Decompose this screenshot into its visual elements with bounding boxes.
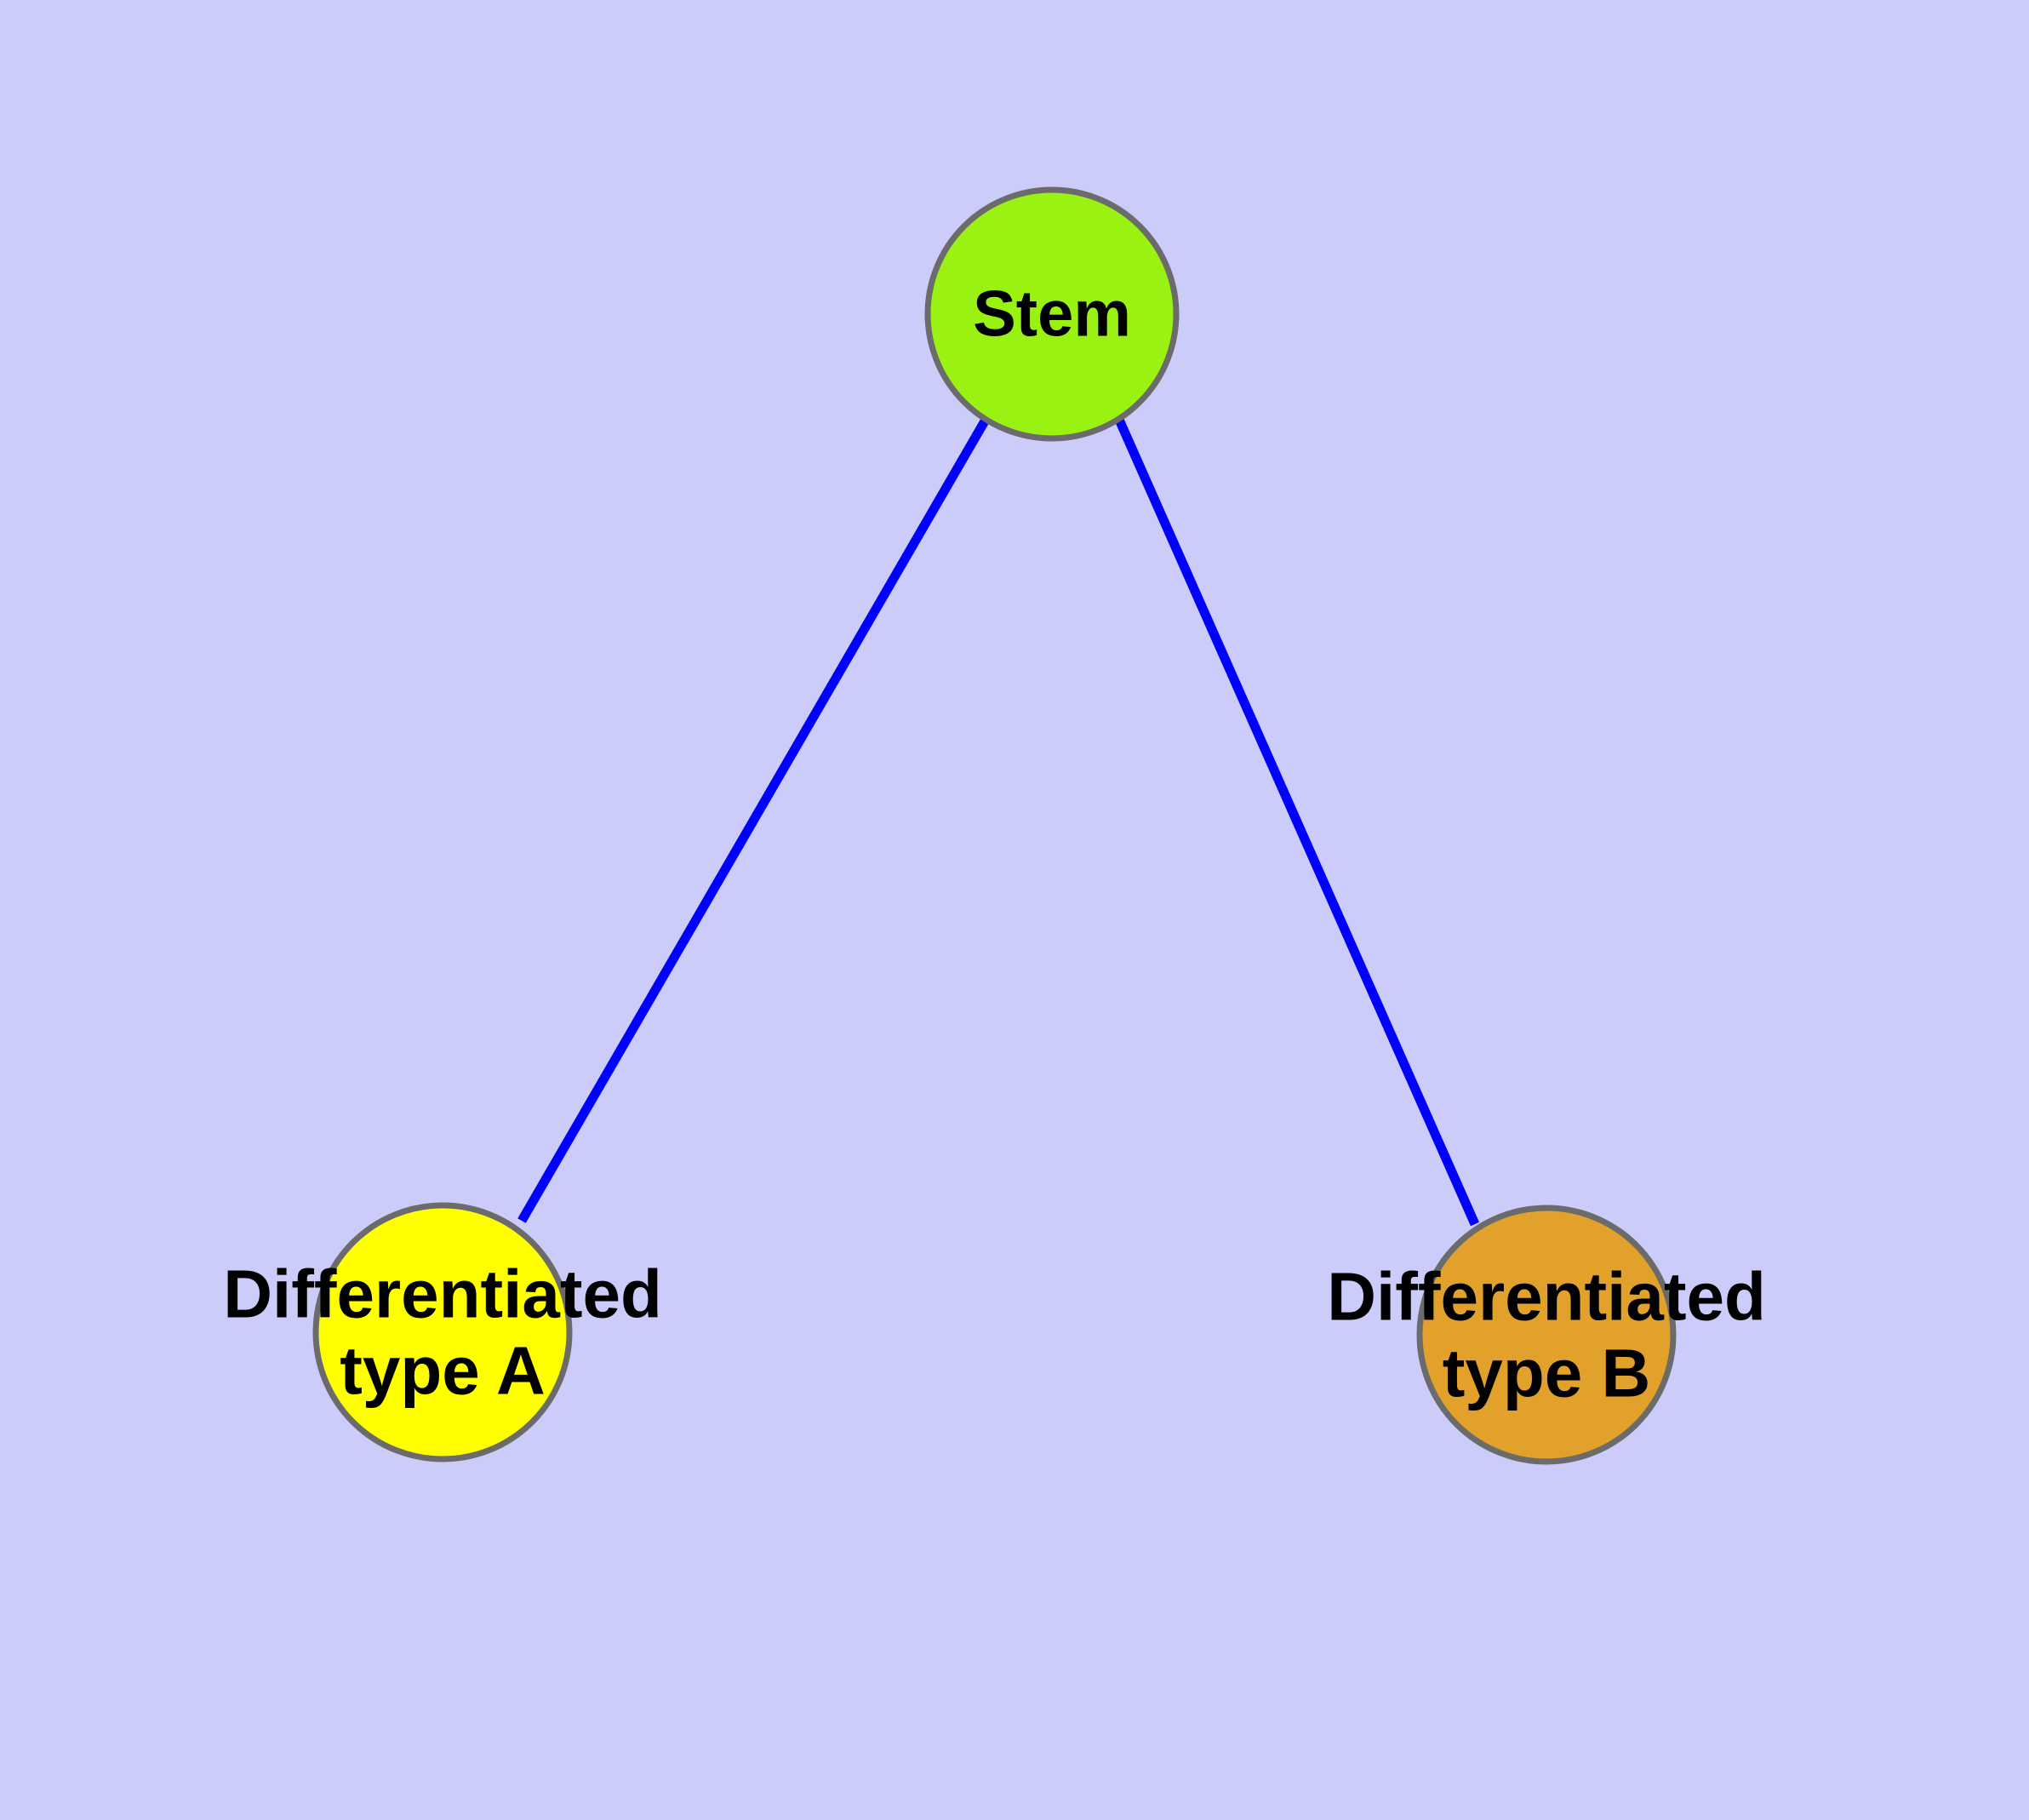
edge-stem-to-diff-b[interactable]	[1114, 417, 1480, 1227]
node-layer	[312, 186, 1677, 1465]
node-stem[interactable]	[924, 186, 1180, 442]
edge-stem-to-diff-a[interactable]	[517, 417, 990, 1223]
node-diff-a[interactable]	[312, 1202, 573, 1462]
edge-layer	[517, 417, 1480, 1227]
node-diff-b[interactable]	[1416, 1205, 1677, 1465]
